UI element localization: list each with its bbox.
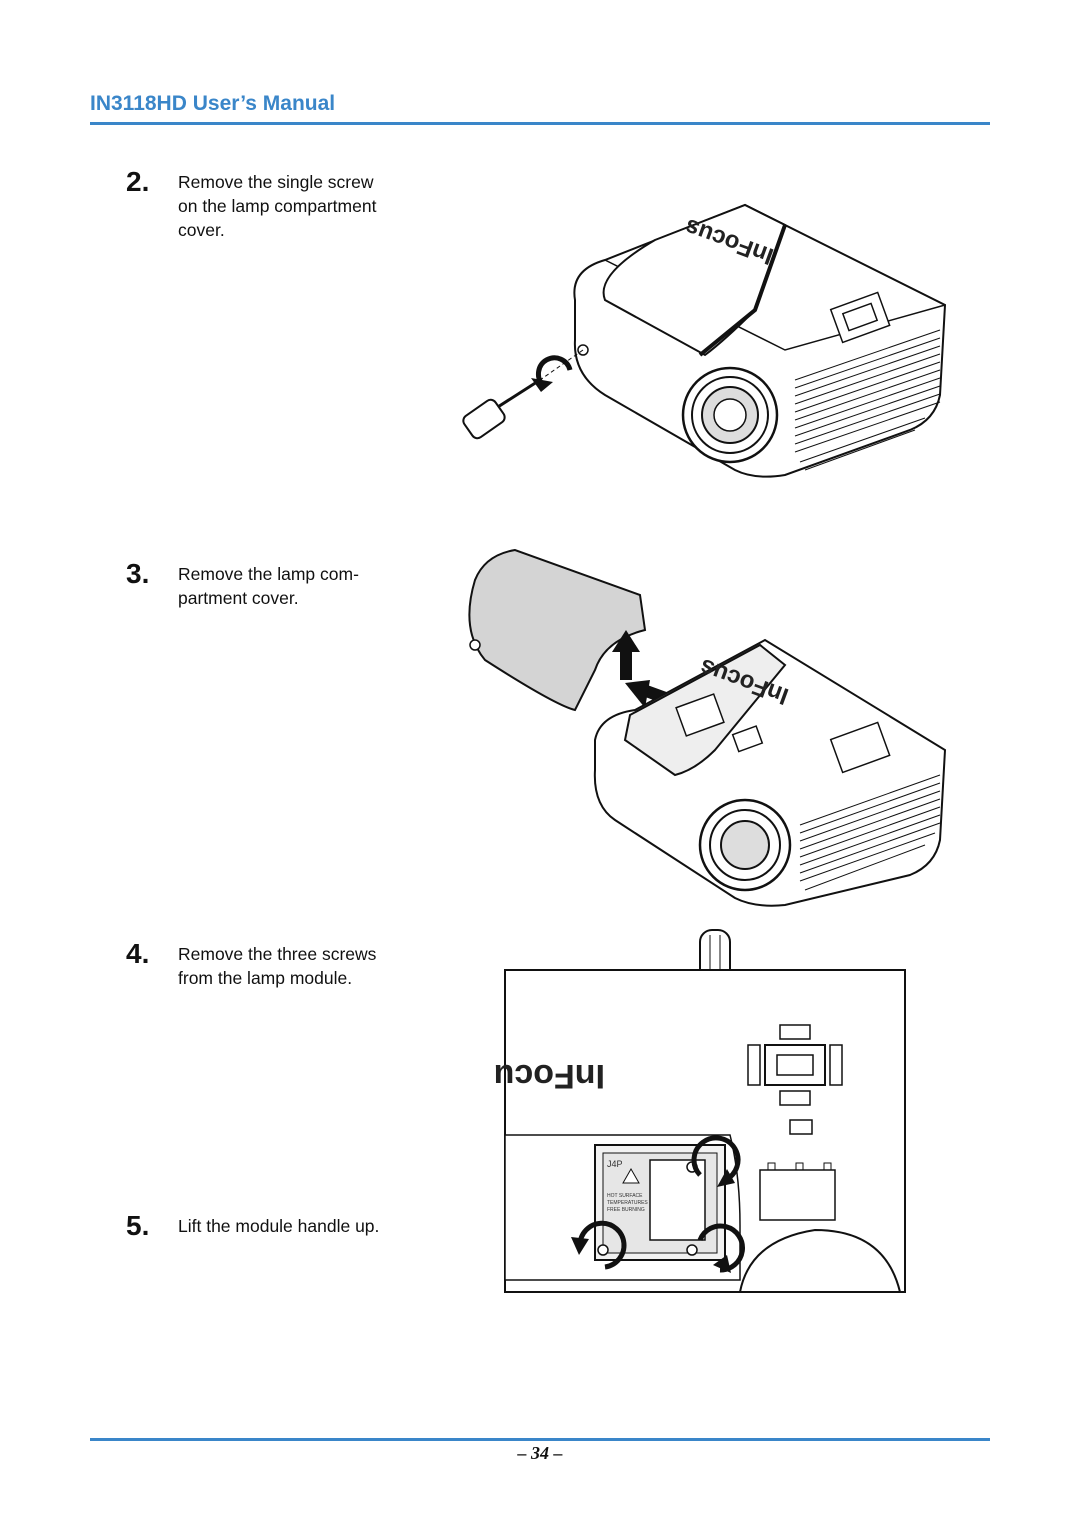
step-number: 5. xyxy=(126,1210,150,1241)
projector-screw-removal-illustration: InFocus xyxy=(462,203,947,478)
page-number: – 34 – xyxy=(517,1443,563,1463)
step-text: Remove the single screw on the lamp comp… xyxy=(178,172,377,240)
manual-title: IN3118HD User’s Manual xyxy=(90,92,336,115)
warning-text: HOT SURFACE xyxy=(607,1193,643,1199)
warning-text: TEMPERATURES xyxy=(607,1200,648,1206)
warning-text: FREE BURNING xyxy=(607,1207,645,1213)
step-number: 2. xyxy=(126,166,150,197)
footer-divider xyxy=(90,1438,990,1441)
lamp-module-screws-illustration: InFocus J4P HOT SURFACE TEMPERATURES FRE… xyxy=(495,929,906,1293)
step-text: Remove the lamp com- partment cover. xyxy=(178,564,359,608)
header-divider xyxy=(90,122,990,125)
projector-cover-removal-illustration: InFocus xyxy=(468,548,947,907)
lamp-label: J4P xyxy=(607,1159,623,1169)
step-number: 4. xyxy=(126,938,150,969)
step-number: 3. xyxy=(126,558,150,589)
step-text: Remove the three screws from the lamp mo… xyxy=(178,944,377,988)
svg-text:InFocus: InFocus xyxy=(495,1057,605,1095)
step-text: Lift the module handle up. xyxy=(178,1216,380,1236)
